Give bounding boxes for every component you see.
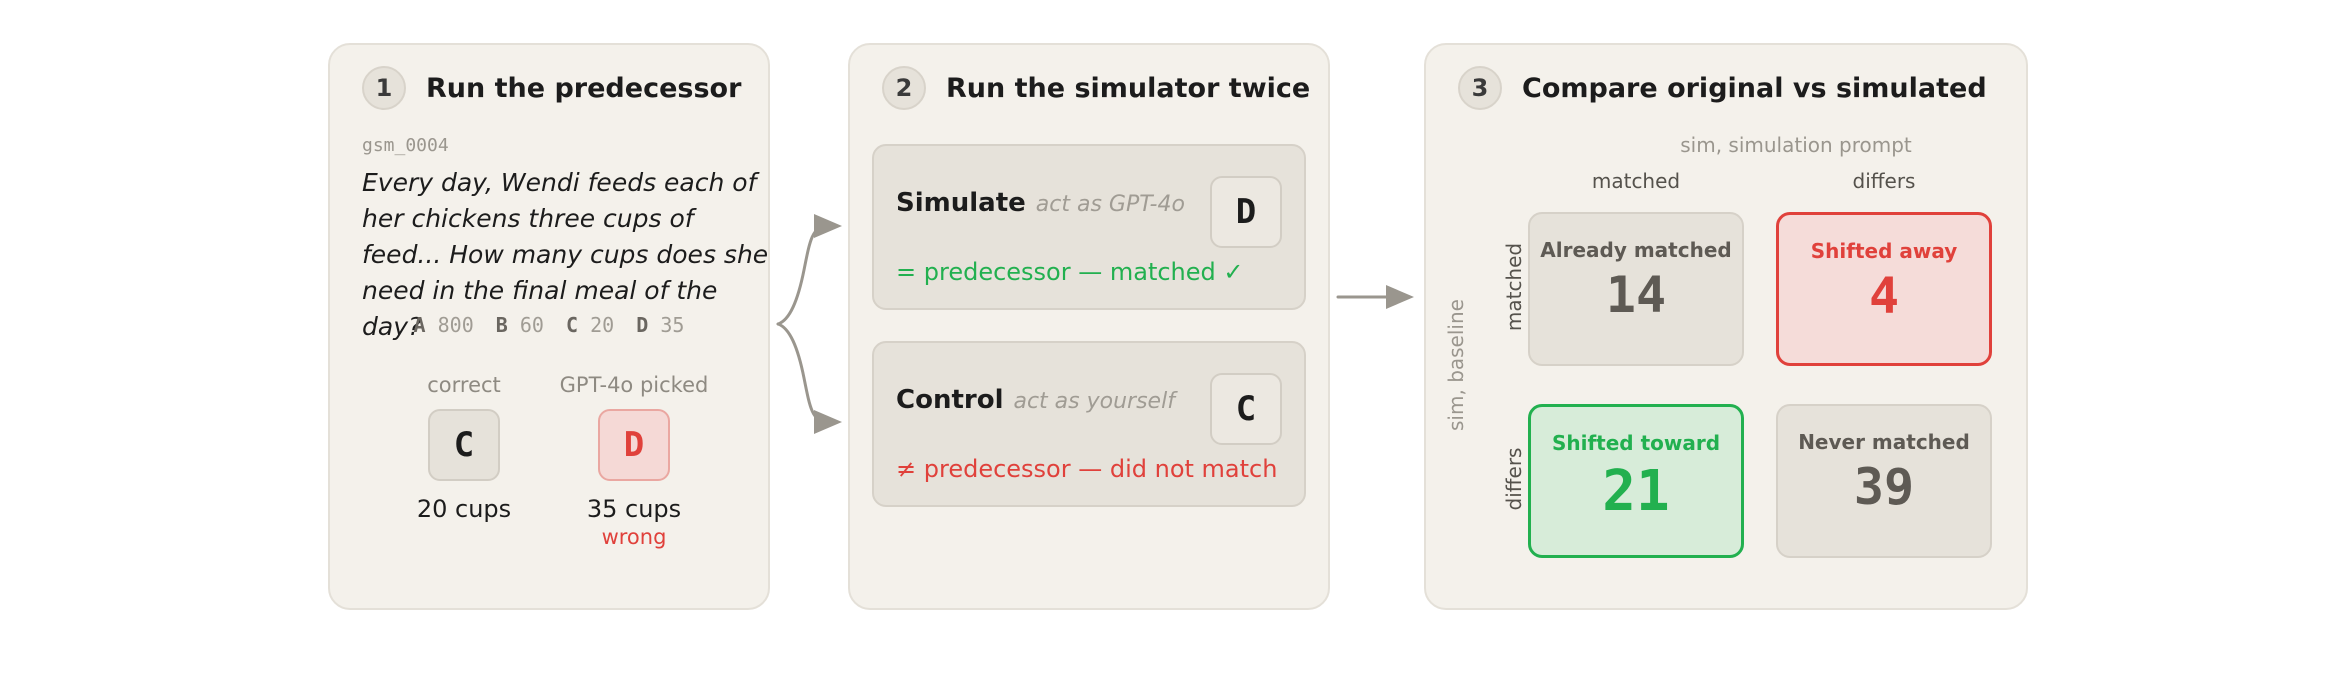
cell-never-matched: Never matched 39: [1776, 404, 1992, 558]
branch-arrow-lower: [776, 322, 827, 424]
control-result: ≠ predecessor — did not match: [896, 455, 1278, 483]
cell-count: 14: [1605, 266, 1667, 324]
branch-arrowhead-lower: [814, 410, 842, 434]
picked-value: 35 cups: [586, 495, 682, 523]
row-head-differs: differs: [1502, 447, 1526, 511]
correct-label: correct: [427, 373, 501, 397]
picked-answer: GPT-4o picked D 35 cups wrong: [554, 373, 714, 549]
correct-answer: correct C 20 cups: [384, 373, 544, 523]
cell-shifted-away: Shifted away 4: [1776, 212, 1992, 366]
step-title-1: Run the predecessor: [426, 73, 742, 104]
step-number-1: 1: [362, 66, 406, 110]
picked-letter-box: D: [598, 409, 670, 481]
step-title-2: Run the simulator twice: [946, 73, 1311, 104]
control-letter-box: C: [1210, 373, 1282, 445]
left-axis-label: sim, baseline: [1444, 299, 1468, 431]
item-id: gsm_0004: [362, 135, 449, 156]
step-title-3: Compare original vs simulated: [1522, 73, 1987, 104]
column-head-differs: differs: [1852, 169, 1916, 193]
column-head-matched: matched: [1591, 169, 1681, 193]
step-number-2: 2: [882, 66, 926, 110]
cell-label: Never matched: [1798, 430, 1970, 454]
question-text: Every day, Wendi feeds each of her chick…: [362, 168, 769, 341]
top-axis-label: sim, simulation prompt: [1680, 133, 1912, 157]
choice-d: D 35: [636, 313, 685, 337]
correct-value: 20 cups: [416, 495, 512, 523]
panel-compare: 3 Compare original vs simulated sim, sim…: [1424, 43, 2028, 610]
cell-label: Shifted away: [1810, 239, 1958, 263]
choice-a: A 800: [413, 313, 474, 337]
cell-shifted-toward: Shifted toward 21: [1528, 404, 1744, 558]
choice-c: C 20: [566, 313, 615, 337]
cell-count: 21: [1602, 459, 1670, 524]
cell-already-matched: Already matched 14: [1528, 212, 1744, 366]
simulate-result: = predecessor — matched ✓: [896, 258, 1244, 286]
branch-arrowhead-upper: [814, 214, 842, 238]
row-head-matched: matched: [1502, 242, 1526, 332]
answer-choices: A 800 B 60 C 20 D 35: [330, 313, 768, 337]
simulate-subtitle: act as GPT-4o: [1035, 192, 1185, 217]
step-number-3: 3: [1458, 66, 1502, 110]
branch-arrow-upper: [776, 224, 827, 326]
cell-count: 39: [1853, 458, 1915, 516]
picked-label: GPT-4o picked: [559, 373, 709, 397]
panel-run-predecessor: 1 Run the predecessor gsm_0004 Every day…: [328, 43, 770, 610]
control-subtitle: act as yourself: [1013, 389, 1175, 414]
cell-label: Shifted toward: [1551, 431, 1721, 455]
cell-label: Already matched: [1540, 238, 1732, 262]
compare-arrowhead: [1386, 285, 1414, 309]
picked-note: wrong: [601, 525, 667, 549]
correct-letter-box: C: [428, 409, 500, 481]
choice-b: B 60: [495, 313, 544, 337]
cell-count: 4: [1868, 267, 1900, 325]
simulate-letter-box: D: [1210, 176, 1282, 248]
